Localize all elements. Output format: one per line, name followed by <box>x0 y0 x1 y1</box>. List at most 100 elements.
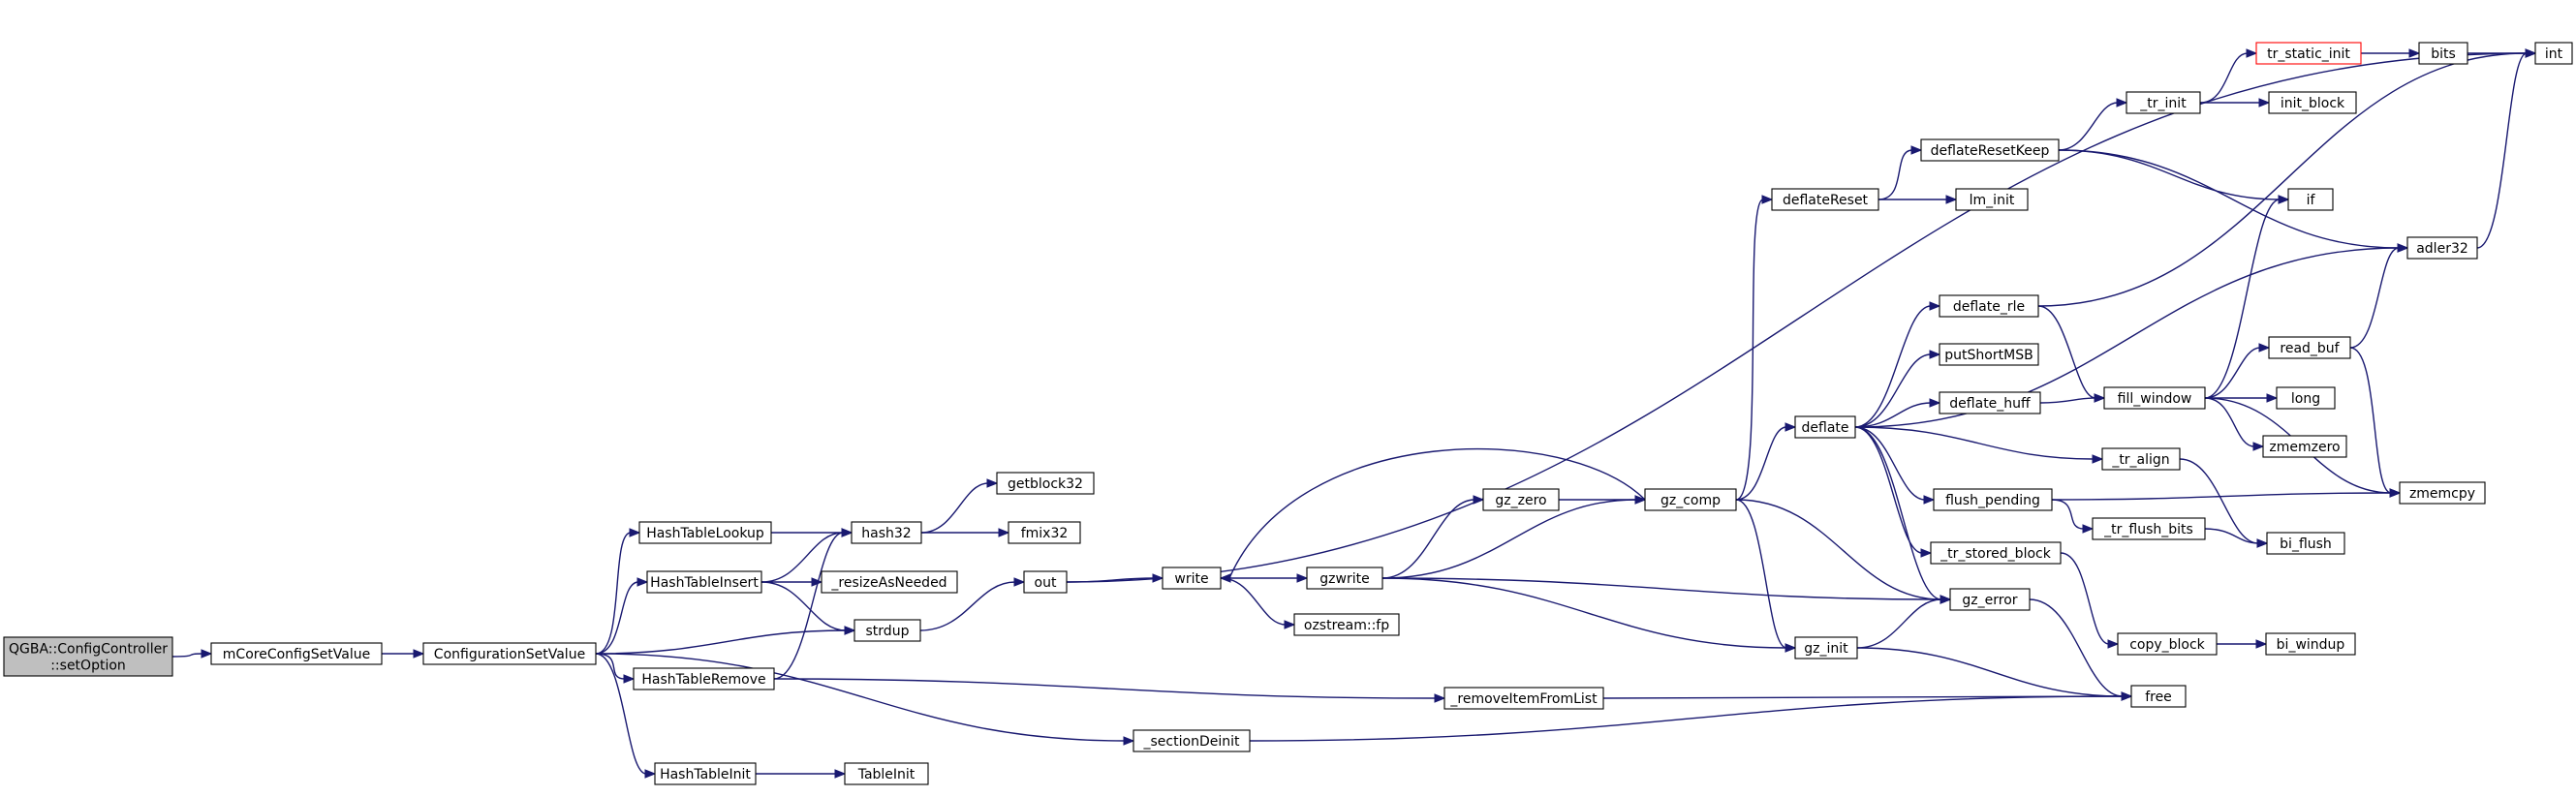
node-deflateResetKeep[interactable]: deflateResetKeep <box>1920 138 2060 162</box>
node-strdup[interactable]: strdup <box>853 619 921 642</box>
node-ConfigurationSetValue[interactable]: ConfigurationSetValue <box>422 642 597 665</box>
arrowhead-ConfigurationSetValue-to-HashTableRemove <box>623 674 636 684</box>
node-box-gz_init <box>1794 636 1858 659</box>
node-box-zmemcpy <box>2399 481 2486 505</box>
arrowhead-gz_comp-to-gz_init <box>1785 643 1797 653</box>
node-if[interactable]: if <box>2287 188 2334 211</box>
arrowhead-deflate-to-flush_pending <box>1923 495 1936 505</box>
node-bi_flush[interactable]: bi_flush <box>2266 532 2345 555</box>
node-label-flush_pending: flush_pending <box>1945 493 2040 508</box>
edge-gz_comp-to-gz_error <box>1735 499 1942 600</box>
node-HashTableLookup[interactable]: HashTableLookup <box>638 521 772 544</box>
node-deflate_huff[interactable]: deflate_huff <box>1939 391 2041 414</box>
arrowhead-deflate-to-tr_stored_block <box>1920 548 1933 558</box>
node-deflate[interactable]: deflate <box>1794 415 1856 439</box>
node-init_block[interactable]: init_block <box>2268 91 2357 114</box>
node-box-gzwrite <box>1306 567 1383 590</box>
node-label-adler32: adler32 <box>2416 241 2468 257</box>
node-HashTableInit[interactable]: HashTableInit <box>654 762 757 785</box>
node-label-out: out <box>1035 575 1057 591</box>
node-lm_init[interactable]: lm_init <box>1955 188 2029 211</box>
node-hash32[interactable]: hash32 <box>851 521 922 544</box>
node-getblock32[interactable]: getblock32 <box>996 472 1095 495</box>
node-label-gz_error: gz_error <box>1962 593 2017 608</box>
node-box-init_block <box>2268 91 2357 114</box>
node-deflate_rle[interactable]: deflate_rle <box>1939 294 2039 318</box>
node-tr_init[interactable]: _tr_init <box>2126 91 2201 114</box>
node-tr_align[interactable]: _tr_align <box>2101 447 2181 471</box>
node-TableInit[interactable]: TableInit <box>844 762 929 785</box>
node-mCoreConfigSetValue[interactable]: mCoreConfigSetValue <box>210 642 383 665</box>
node-tr_stored_block[interactable]: _tr_stored_block <box>1930 541 2062 565</box>
node-box-removeItemFromList <box>1443 687 1604 710</box>
node-box-HashTableLookup <box>638 521 772 544</box>
edge-gzwrite-to-gz_error <box>1381 577 1942 600</box>
edges-layer <box>171 48 2537 779</box>
node-putShortMSB[interactable]: putShortMSB <box>1939 343 2039 366</box>
node-tr_flush_bits[interactable]: _tr_flush_bits <box>2092 517 2206 540</box>
edge-write-to-ozstreamfp <box>1220 577 1287 626</box>
node-deflateReset[interactable]: deflateReset <box>1771 188 1879 211</box>
node-resizeAsNeeded[interactable]: _resizeAsNeeded <box>821 570 958 594</box>
node-HashTableInsert[interactable]: HashTableInsert <box>646 570 762 594</box>
arrowhead-gzwrite-to-gz_zero <box>1473 495 1485 505</box>
node-free[interactable]: free <box>2130 685 2187 708</box>
arrowhead-deflateReset-to-lm_init <box>1945 195 1958 204</box>
node-label-lm_init: lm_init <box>1970 193 2015 208</box>
arrowhead-read_buf-to-adler32 <box>2397 243 2409 253</box>
edge-deflate-to-tr_stored_block <box>1854 426 1923 554</box>
node-bi_windup[interactable]: bi_windup <box>2265 632 2356 656</box>
node-gz_error[interactable]: gz_error <box>1949 588 2031 611</box>
node-label-gzwrite: gzwrite <box>1319 571 1369 587</box>
node-HashTableRemove[interactable]: HashTableRemove <box>633 667 775 690</box>
arrowhead-HashTableInit-to-TableInit <box>834 769 847 779</box>
node-setOption[interactable]: QGBA::ConfigController::setOption <box>3 636 173 677</box>
edge-gzwrite-to-gz_comp <box>1381 499 1637 579</box>
edge-out-to-int <box>1066 52 2528 583</box>
arrowhead-ConfigurationSetValue-to-HashTableInit <box>644 769 657 779</box>
node-gz_init[interactable]: gz_init <box>1794 636 1858 659</box>
node-label-strdup: strdup <box>866 624 910 639</box>
node-flush_pending[interactable]: flush_pending <box>1933 488 2053 511</box>
node-fmix32[interactable]: fmix32 <box>1008 521 1081 544</box>
edge-deflateResetKeep-to-tr_init <box>2058 102 2119 151</box>
edge-gz_comp-to-write <box>1228 447 1646 579</box>
edge-deflateResetKeep-to-adler32 <box>2058 149 2400 249</box>
node-int[interactable]: int <box>2534 42 2573 65</box>
node-long[interactable]: long <box>2276 386 2336 410</box>
node-adler32[interactable]: adler32 <box>2406 236 2478 260</box>
node-removeItemFromList[interactable]: _removeItemFromList <box>1443 687 1604 710</box>
node-ozstreamfp[interactable]: ozstream::fp <box>1293 613 1400 636</box>
edge-HashTableRemove-to-removeItemFromList <box>773 678 1437 699</box>
edge-tr_align-to-bi_flush <box>2179 458 2259 544</box>
node-gzwrite[interactable]: gzwrite <box>1306 567 1383 590</box>
node-tr_static_init[interactable]: tr_static_init <box>2255 42 2362 65</box>
node-gz_comp[interactable]: gz_comp <box>1644 488 1737 511</box>
node-box-bi_flush <box>2266 532 2345 555</box>
node-write[interactable]: write <box>1162 567 1222 590</box>
node-fill_window[interactable]: fill_window <box>2103 386 2206 410</box>
edge-gz_error-to-free <box>2029 598 2124 697</box>
node-bits[interactable]: bits <box>2418 42 2468 65</box>
edge-deflate-to-deflate_huff <box>1854 402 1932 428</box>
node-out[interactable]: out <box>1023 570 1068 594</box>
node-label-bits: bits <box>2431 46 2456 62</box>
node-read_buf[interactable]: read_buf <box>2268 336 2351 359</box>
edge-deflate-to-gz_error <box>1854 426 1942 600</box>
node-gz_zero[interactable]: gz_zero <box>1482 488 1560 511</box>
node-zmemzero[interactable]: zmemzero <box>2262 435 2347 458</box>
arrowhead-gz_comp-to-deflate <box>1785 422 1797 432</box>
edge-deflate-to-adler32 <box>1854 247 2400 428</box>
edge-deflate_rle-to-fill_window <box>2037 305 2096 399</box>
node-copy_block[interactable]: copy_block <box>2117 632 2218 656</box>
node-box-tr_flush_bits <box>2092 517 2206 540</box>
node-label-tr_flush_bits: _tr_flush_bits <box>2103 522 2193 537</box>
arrowhead-write-to-ozstreamfp <box>1284 620 1296 629</box>
node-zmemcpy[interactable]: zmemcpy <box>2399 481 2486 505</box>
node-label-long: long <box>2291 391 2320 407</box>
node-label-tr_static_init: tr_static_init <box>2267 46 2350 62</box>
edge-tr_stored_block-to-copy_block <box>2060 552 2110 645</box>
node-label-HashTableInit: HashTableInit <box>660 767 751 782</box>
arrowhead-deflate_huff-to-fill_window <box>2094 393 2106 403</box>
node-sectionDeinit[interactable]: _sectionDeinit <box>1133 729 1251 752</box>
